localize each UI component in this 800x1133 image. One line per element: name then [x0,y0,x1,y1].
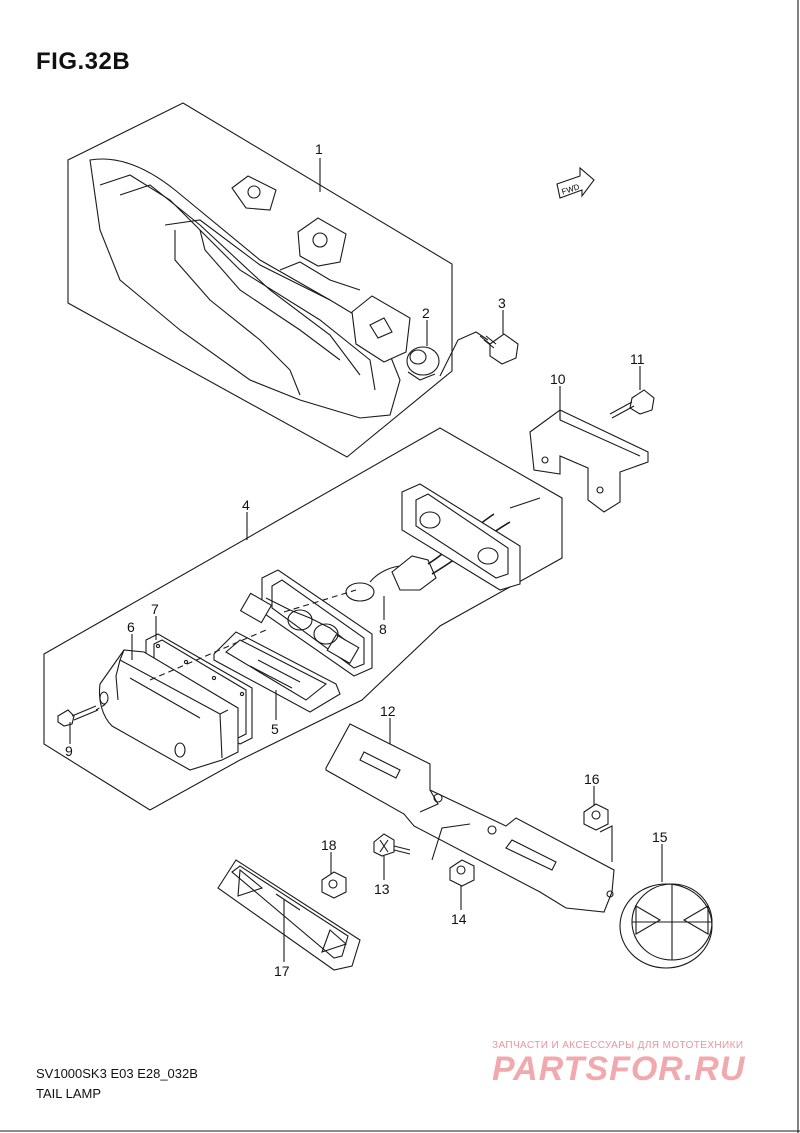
group-box-license-lamp [43,427,563,811]
lens-housing-part-6[interactable] [98,649,239,771]
callout-15: 15 [652,829,668,845]
callout-12: 12 [380,703,396,719]
figure-title: FIG.32B [36,48,131,75]
callout-11: 11 [630,351,645,367]
nut-part-18[interactable] [321,871,347,899]
callout-8: 8 [379,621,387,637]
cable-gasket-plate[interactable] [401,483,521,591]
figure-code: SV1000SK3 E03 E28_032B [36,1066,198,1081]
callout-leaders [69,158,663,962]
callout-1: 1 [315,141,323,157]
lamp-housing-part-1[interactable] [89,158,411,419]
callout-7: 7 [151,601,159,617]
callout-13: 13 [374,881,390,897]
nut-part-16[interactable] [583,803,609,831]
callout-10: 10 [550,371,566,387]
lamp-base-part-5[interactable] [239,569,373,677]
leader-13-14 [431,823,471,861]
callout-18: 18 [321,837,337,853]
screw-part-11[interactable] [609,389,655,419]
round-reflector-part-15[interactable] [619,883,713,969]
nut-part-14[interactable] [449,859,475,887]
callout-6: 6 [127,619,135,635]
grommet-part-2[interactable] [406,346,440,381]
figure-name: TAIL LAMP [36,1086,102,1101]
bracket-part-10[interactable] [529,409,649,513]
callout-5: 5 [271,721,279,737]
license-bracket-part-12[interactable] [325,723,615,913]
screw-part-9[interactable] [57,705,99,727]
callout-16: 16 [584,771,600,787]
watermark-tagline: ЗАПЧАСТИ И АКСЕССУАРЫ ДЛЯ МОТОТЕХНИКИ [492,1040,744,1051]
screw-part-13[interactable] [373,833,411,857]
leader-16 [599,825,613,862]
assembly-lines [95,589,357,711]
callout-14: 14 [451,911,467,927]
screw-part-3[interactable] [479,333,519,365]
fwd-arrow: FWD [556,166,595,199]
group-box-lamp-housing [67,102,453,458]
lamp-lens-part-5[interactable] [213,631,341,713]
callout-17: 17 [274,963,290,979]
callout-9: 9 [65,743,73,759]
rect-reflector-part-17[interactable] [217,859,361,971]
leader-2-3 [439,331,489,377]
callout-4: 4 [242,497,250,513]
bulb-socket-part-8[interactable] [345,497,541,602]
watermark-logo: PARTSFOR.RU [492,1050,746,1088]
callout-3: 3 [498,295,506,311]
callout-2: 2 [422,305,430,321]
